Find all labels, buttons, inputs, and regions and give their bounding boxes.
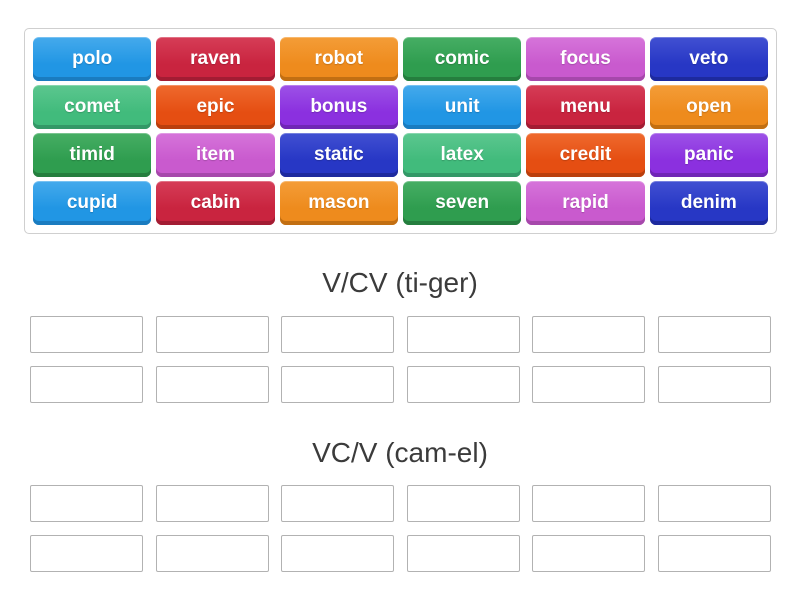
- word-tile-raven[interactable]: raven: [156, 37, 275, 81]
- empty-slot[interactable]: [532, 366, 646, 403]
- word-tile-denim[interactable]: denim: [649, 181, 768, 225]
- word-tile-menu[interactable]: menu: [526, 85, 645, 129]
- word-tile-timid[interactable]: timid: [33, 133, 152, 177]
- empty-slot[interactable]: [532, 535, 646, 572]
- word-tile-veto[interactable]: veto: [649, 37, 768, 81]
- word-tile-seven[interactable]: seven: [403, 181, 522, 225]
- empty-slot[interactable]: [657, 316, 771, 353]
- word-tile-open[interactable]: open: [649, 85, 768, 129]
- category-slots-vc-v: [24, 485, 777, 572]
- empty-slot[interactable]: [155, 366, 269, 403]
- category-section-vc-v: VC/V (cam-el): [0, 435, 800, 572]
- empty-slot[interactable]: [281, 485, 395, 522]
- word-tile-comet[interactable]: comet: [33, 85, 152, 129]
- empty-slot[interactable]: [406, 316, 520, 353]
- empty-slot[interactable]: [281, 316, 395, 353]
- category-slots-v-cv: [24, 316, 777, 403]
- empty-slot[interactable]: [406, 366, 520, 403]
- word-tile-epic[interactable]: epic: [156, 85, 275, 129]
- empty-slot[interactable]: [155, 535, 269, 572]
- word-tile-comic[interactable]: comic: [403, 37, 522, 81]
- word-tile-robot[interactable]: robot: [279, 37, 398, 81]
- word-tile-polo[interactable]: polo: [33, 37, 152, 81]
- word-tile-latex[interactable]: latex: [403, 133, 522, 177]
- empty-slot[interactable]: [30, 485, 144, 522]
- word-tile-credit[interactable]: credit: [526, 133, 645, 177]
- word-tile-cabin[interactable]: cabin: [156, 181, 275, 225]
- empty-slot[interactable]: [30, 316, 144, 353]
- word-tile-panic[interactable]: panic: [649, 133, 768, 177]
- word-tile-rapid[interactable]: rapid: [526, 181, 645, 225]
- word-tile-item[interactable]: item: [156, 133, 275, 177]
- empty-slot[interactable]: [532, 485, 646, 522]
- category-section-v-cv: V/CV (ti-ger): [0, 265, 800, 403]
- empty-slot[interactable]: [155, 316, 269, 353]
- empty-slot[interactable]: [30, 366, 144, 403]
- empty-slot[interactable]: [657, 485, 771, 522]
- word-tile-bonus[interactable]: bonus: [279, 85, 398, 129]
- word-tile-static[interactable]: static: [279, 133, 398, 177]
- word-tile-unit[interactable]: unit: [403, 85, 522, 129]
- empty-slot[interactable]: [657, 366, 771, 403]
- empty-slot[interactable]: [406, 485, 520, 522]
- category-title-vc-v: VC/V (cam-el): [312, 437, 488, 468]
- empty-slot[interactable]: [155, 485, 269, 522]
- empty-slot[interactable]: [281, 535, 395, 572]
- word-tile-focus[interactable]: focus: [526, 37, 645, 81]
- empty-slot[interactable]: [281, 366, 395, 403]
- category-title-v-cv: V/CV (ti-ger): [322, 267, 478, 298]
- word-tile-mason[interactable]: mason: [279, 181, 398, 225]
- empty-slot[interactable]: [532, 316, 646, 353]
- empty-slot[interactable]: [30, 535, 144, 572]
- word-tile-cupid[interactable]: cupid: [33, 181, 152, 225]
- empty-slot[interactable]: [657, 535, 771, 572]
- empty-slot[interactable]: [406, 535, 520, 572]
